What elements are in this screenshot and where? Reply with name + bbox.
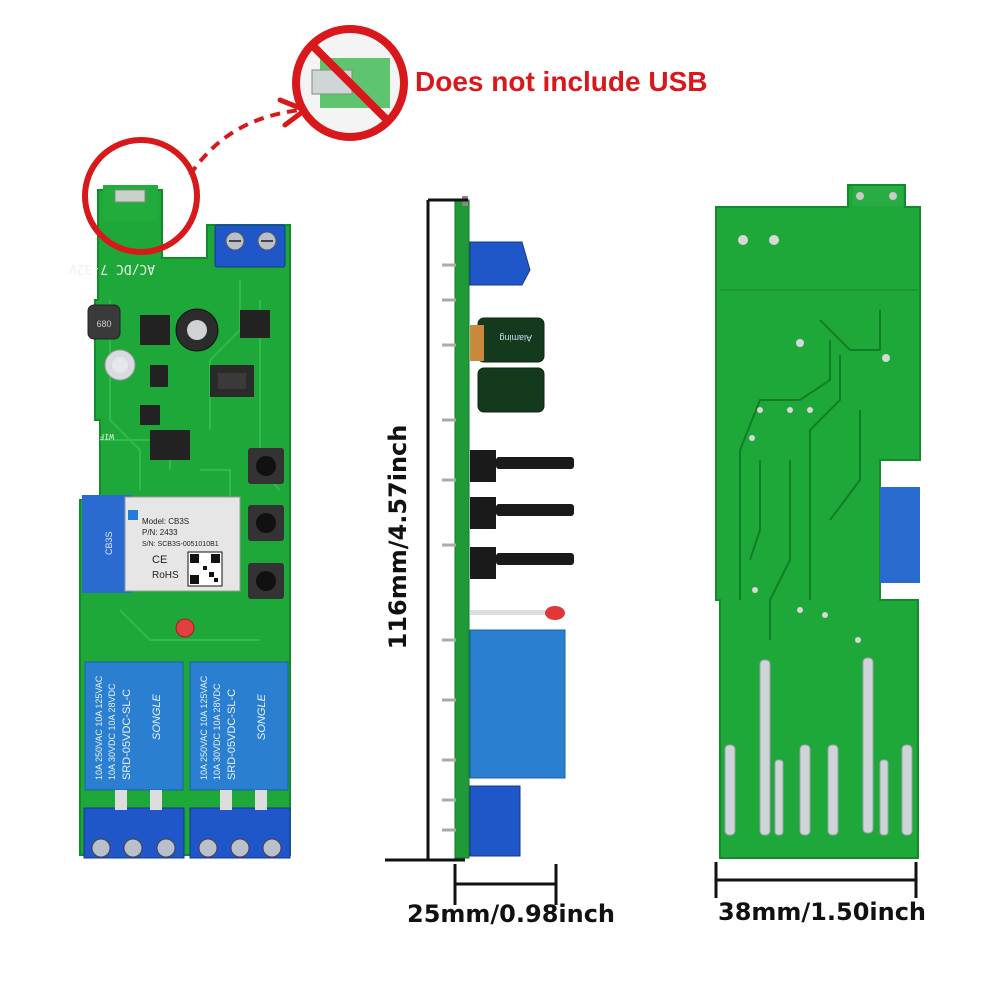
- relay-2: SRD-05VDC-SL-C 10A 30VDC 10A 28VDC 10A 2…: [189, 661, 289, 791]
- side-board: Aiaming: [442, 196, 574, 859]
- no-usb-icon: [292, 25, 408, 141]
- capacitor-brand: Aiaming: [499, 333, 532, 343]
- height-dimension: [385, 198, 468, 862]
- module-sn: S/N: SCB3S-0051010B1: [142, 541, 219, 548]
- terminal-block-2: [189, 807, 291, 859]
- wifi-silk-label: WIFI: [95, 432, 114, 441]
- module-rohs: RoHS: [152, 570, 179, 581]
- back-width-label: 38mm/1.50inch: [718, 898, 927, 926]
- relay-1-rating-1: 10A 250VAC 10A 125VAC: [94, 675, 104, 780]
- relay-2-model: SRD-05VDC-SL-C: [226, 689, 238, 780]
- arrow-line: [188, 108, 301, 177]
- inductor-label: 680: [96, 319, 111, 329]
- side-width-dimension: [453, 864, 558, 905]
- front-board: AC/DC 7-32V WIFI 680: [69, 185, 291, 859]
- relay-2-rating-1: 10A 250VAC 10A 125VAC: [199, 675, 209, 780]
- module-ce: CE: [152, 554, 167, 566]
- module-model: Model: CB3S: [142, 517, 189, 526]
- back-width-dimension: [714, 862, 918, 898]
- side-width-label: 25mm/0.98inch: [407, 900, 616, 928]
- relay-2-rating-2: 10A 30VDC 10A 28VDC: [212, 683, 222, 780]
- usb-highlight-circle: [82, 137, 200, 255]
- relay-1: SRD-05VDC-SL-C 10A 30VDC 10A 28VDC 10A 2…: [84, 661, 184, 791]
- power-silk-label: AC/DC 7-32V: [69, 261, 155, 276]
- qr-code: [187, 551, 223, 587]
- no-usb-note: Does not include USB: [415, 66, 708, 97]
- back-board: [715, 184, 921, 859]
- height-label: 116mm/4.57inch: [384, 424, 412, 650]
- antenna-label: CB3S: [104, 531, 114, 555]
- terminal-block-1: [83, 807, 185, 859]
- relay-1-brand: SONGLE: [151, 693, 163, 740]
- relay-1-model: SRD-05VDC-SL-C: [121, 689, 133, 780]
- relay-1-rating-2: 10A 30VDC 10A 28VDC: [107, 683, 117, 780]
- relay-2-brand: SONGLE: [256, 693, 268, 740]
- module-pn: P/N: 2433: [142, 528, 178, 537]
